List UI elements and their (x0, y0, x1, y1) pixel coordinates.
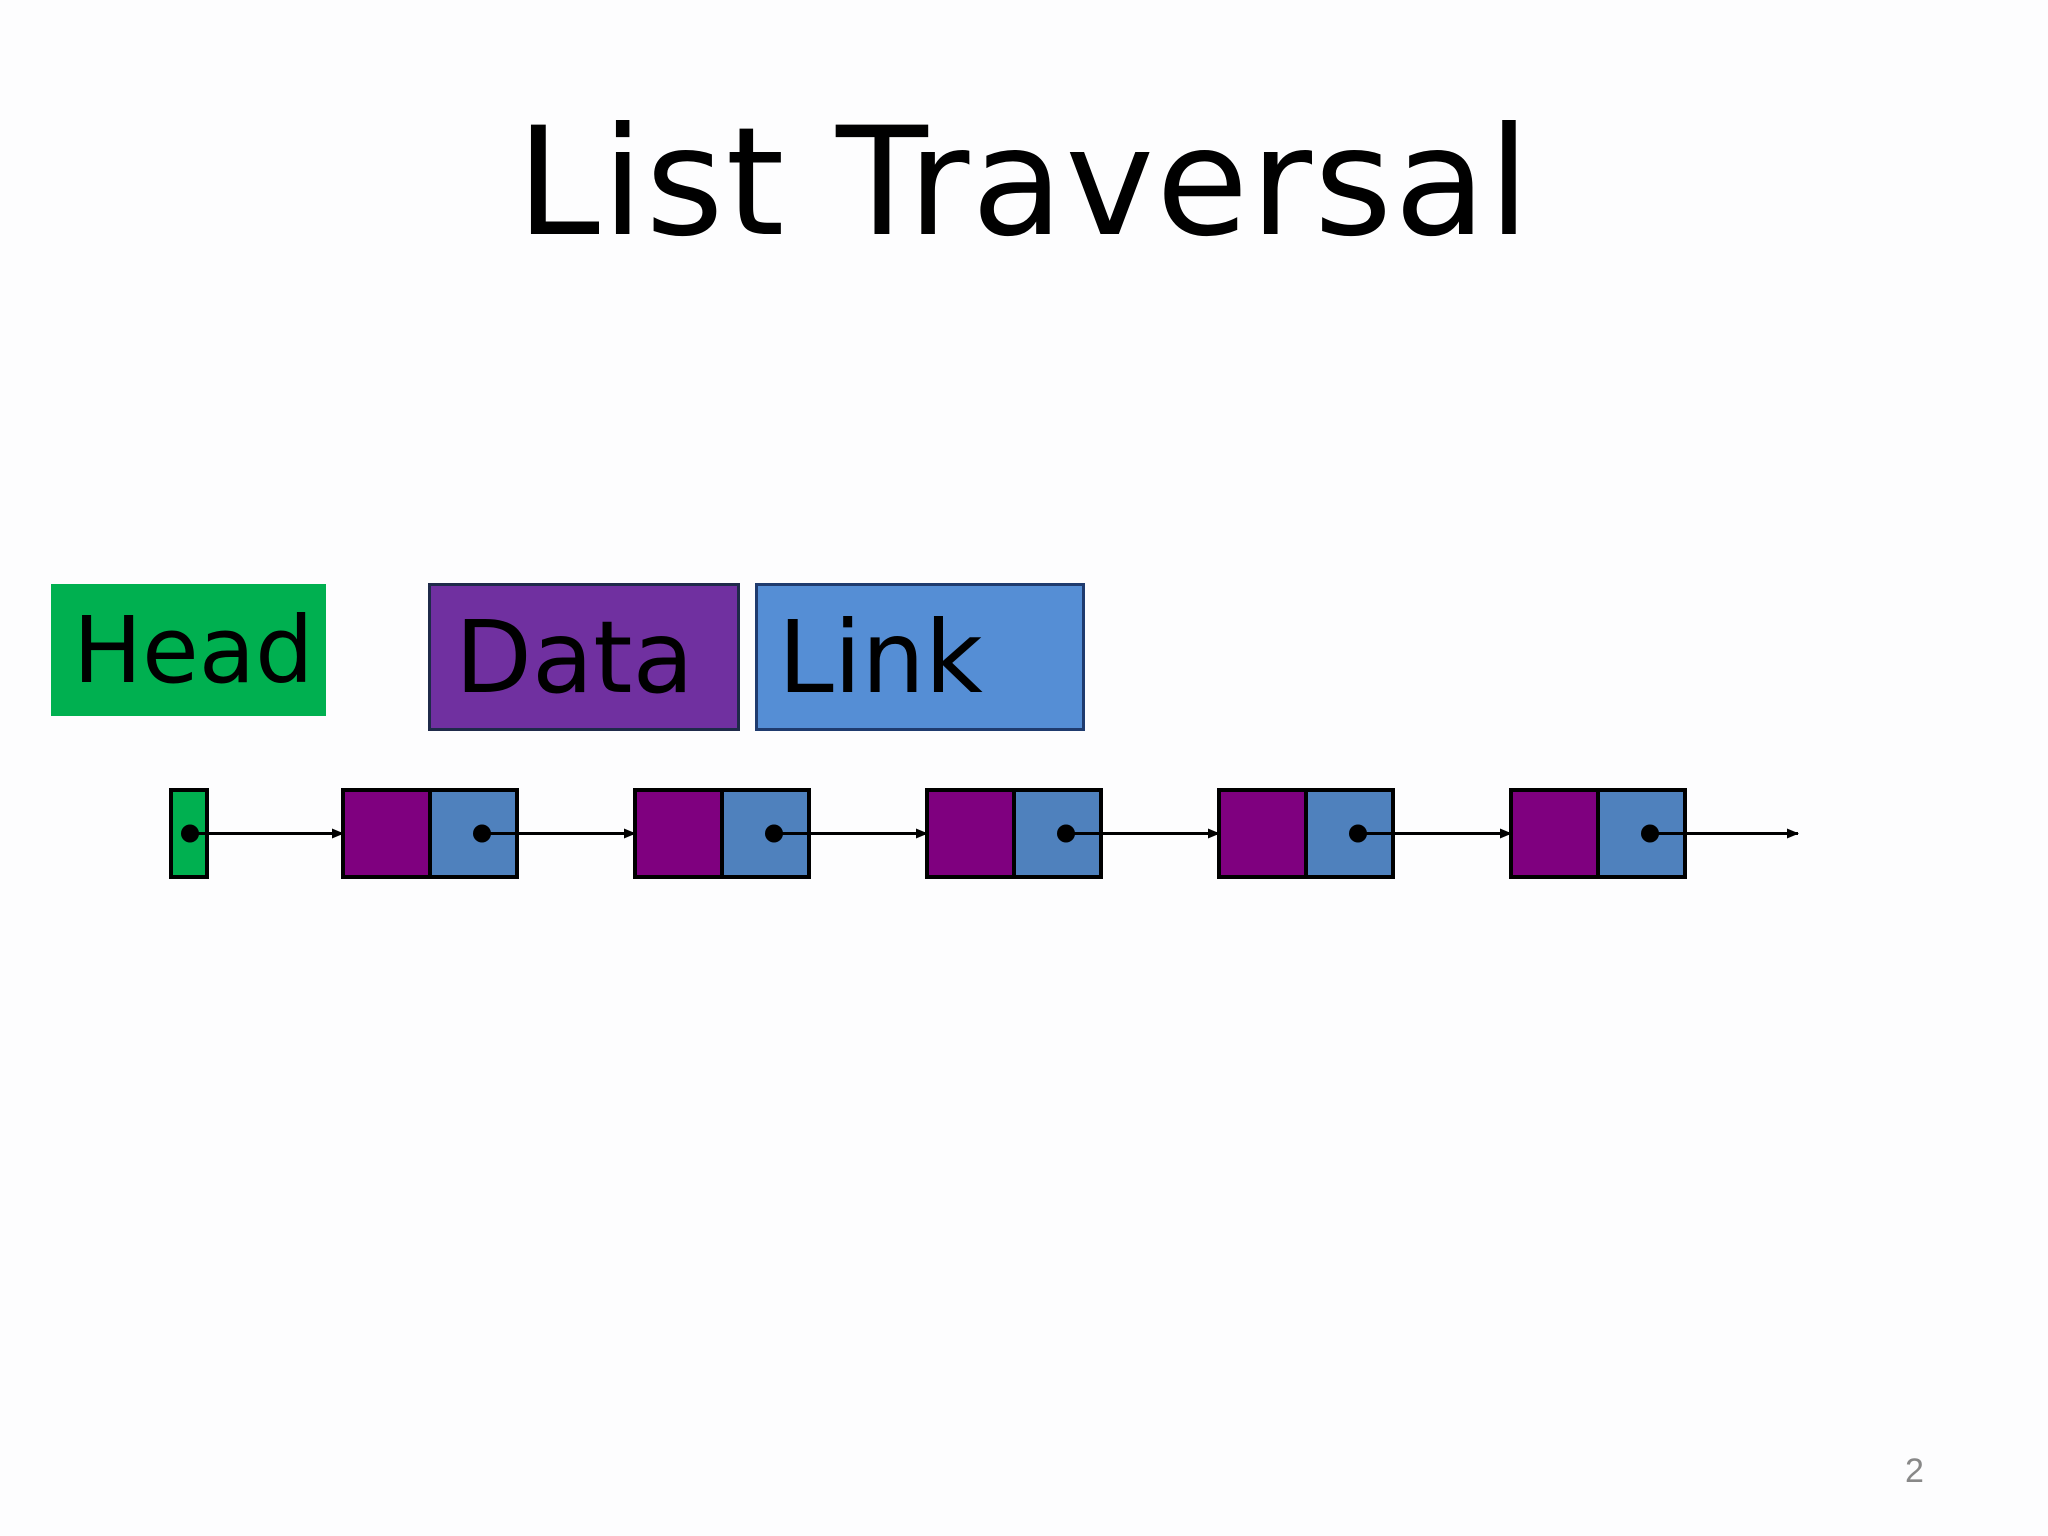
slide-title: List Traversal (516, 96, 1532, 270)
legend-head-label: Head (73, 596, 314, 704)
legend-data: Data (428, 583, 740, 731)
node-data-cell (633, 788, 724, 879)
legend-head: Head (51, 584, 326, 716)
legend-link: Link (755, 583, 1085, 731)
node-data-cell (925, 788, 1016, 879)
page-number: 2 (1905, 1452, 1924, 1490)
node-data-cell (1217, 788, 1308, 879)
node-data-cell (341, 788, 432, 879)
legend-link-label: Link (778, 598, 983, 716)
legend-data-label: Data (455, 598, 694, 716)
node-data-cell (1509, 788, 1600, 879)
